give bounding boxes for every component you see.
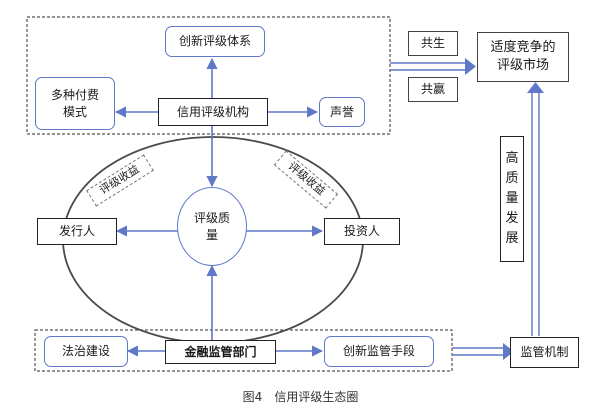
rule-of-law-node: 法治建设: [44, 336, 128, 367]
investor-node: 投资人: [324, 218, 400, 245]
figure-title: 信用评级生态圈: [274, 390, 359, 404]
figure-number: 图4: [242, 390, 263, 404]
arrow-supervision-to-mechanism-head: [503, 343, 514, 360]
rating-agency-node: 信用评级机构: [158, 98, 268, 126]
financial-regulator-node: 金融监管部门: [165, 340, 276, 364]
arrow-frame-to-market-head: [465, 58, 476, 75]
figure-caption: 图4 信用评级生态圈: [0, 388, 601, 405]
competitive-market-node: 适度竞争的评级市场: [477, 32, 569, 82]
bottom-dashed-frame: [34, 329, 453, 372]
multi-payment-node: 多种付费模式: [35, 77, 115, 130]
regulatory-mechanism-node: 监管机制: [510, 337, 579, 368]
issuer-node: 发行人: [37, 218, 117, 245]
high-quality-development-node: 高质量发展: [500, 136, 524, 262]
rating-quality-node: 评级质量: [177, 187, 247, 266]
innovation-system-node: 创新评级体系: [165, 26, 265, 57]
reputation-node: 声誉: [319, 97, 365, 127]
symbiosis-node: 共生: [408, 31, 458, 56]
top-dashed-frame: [26, 16, 391, 135]
arrow-mechanism-to-market-head: [527, 82, 544, 93]
innovative-supervision-node: 创新监管手段: [324, 336, 434, 367]
win-win-node: 共赢: [408, 77, 458, 102]
